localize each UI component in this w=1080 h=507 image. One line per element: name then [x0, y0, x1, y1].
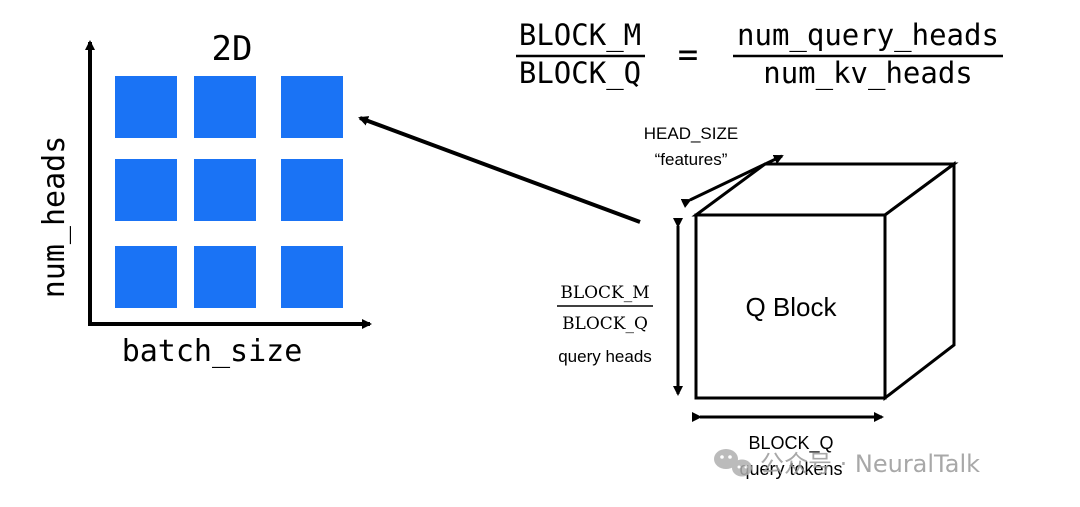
grid-cell — [194, 159, 256, 221]
grid-cell — [115, 159, 177, 221]
height-fraction-denominator: BLOCK_Q — [562, 314, 648, 334]
grid-cell — [281, 159, 343, 221]
equation-equals: = — [678, 35, 698, 75]
width-label-top: BLOCK_Q — [748, 433, 833, 454]
grid-x-axis-label: batch_size — [122, 334, 303, 369]
grid-cell — [194, 246, 256, 308]
depth-label-top: HEAD_SIZE — [644, 124, 738, 143]
height-label: query heads — [558, 347, 652, 366]
equation-left-numerator: BLOCK_M — [519, 18, 641, 53]
width-label-bottom: query tokens — [739, 459, 842, 479]
grid-title: 2D — [212, 29, 253, 69]
equation-right-numerator: num_query_heads — [737, 18, 999, 53]
watermark-text: 公众号 · NeuralTalk — [760, 450, 980, 478]
grid-cell — [115, 76, 177, 138]
depth-arrow — [680, 154, 784, 208]
cube-front-face — [694, 213, 887, 400]
grid-y-axis-label: num_heads — [37, 136, 72, 299]
grid-cell — [281, 246, 343, 308]
watermark: 公众号 · NeuralTalk — [714, 449, 980, 478]
grid-cell — [115, 246, 177, 308]
q-block-cube — [691, 161, 959, 402]
equation-left-denominator: BLOCK_Q — [519, 56, 641, 91]
height-fraction-numerator: BLOCK_M — [560, 283, 649, 303]
mapping-arrow — [358, 116, 641, 224]
equation-right-denominator: num_kv_heads — [763, 56, 973, 91]
depth-label-bottom: “features” — [655, 150, 728, 169]
grid-cells — [115, 76, 343, 308]
cube-label: Q Block — [745, 292, 837, 322]
grid-cell — [194, 76, 256, 138]
grid-cell — [281, 76, 343, 138]
wechat-icon — [714, 449, 752, 477]
